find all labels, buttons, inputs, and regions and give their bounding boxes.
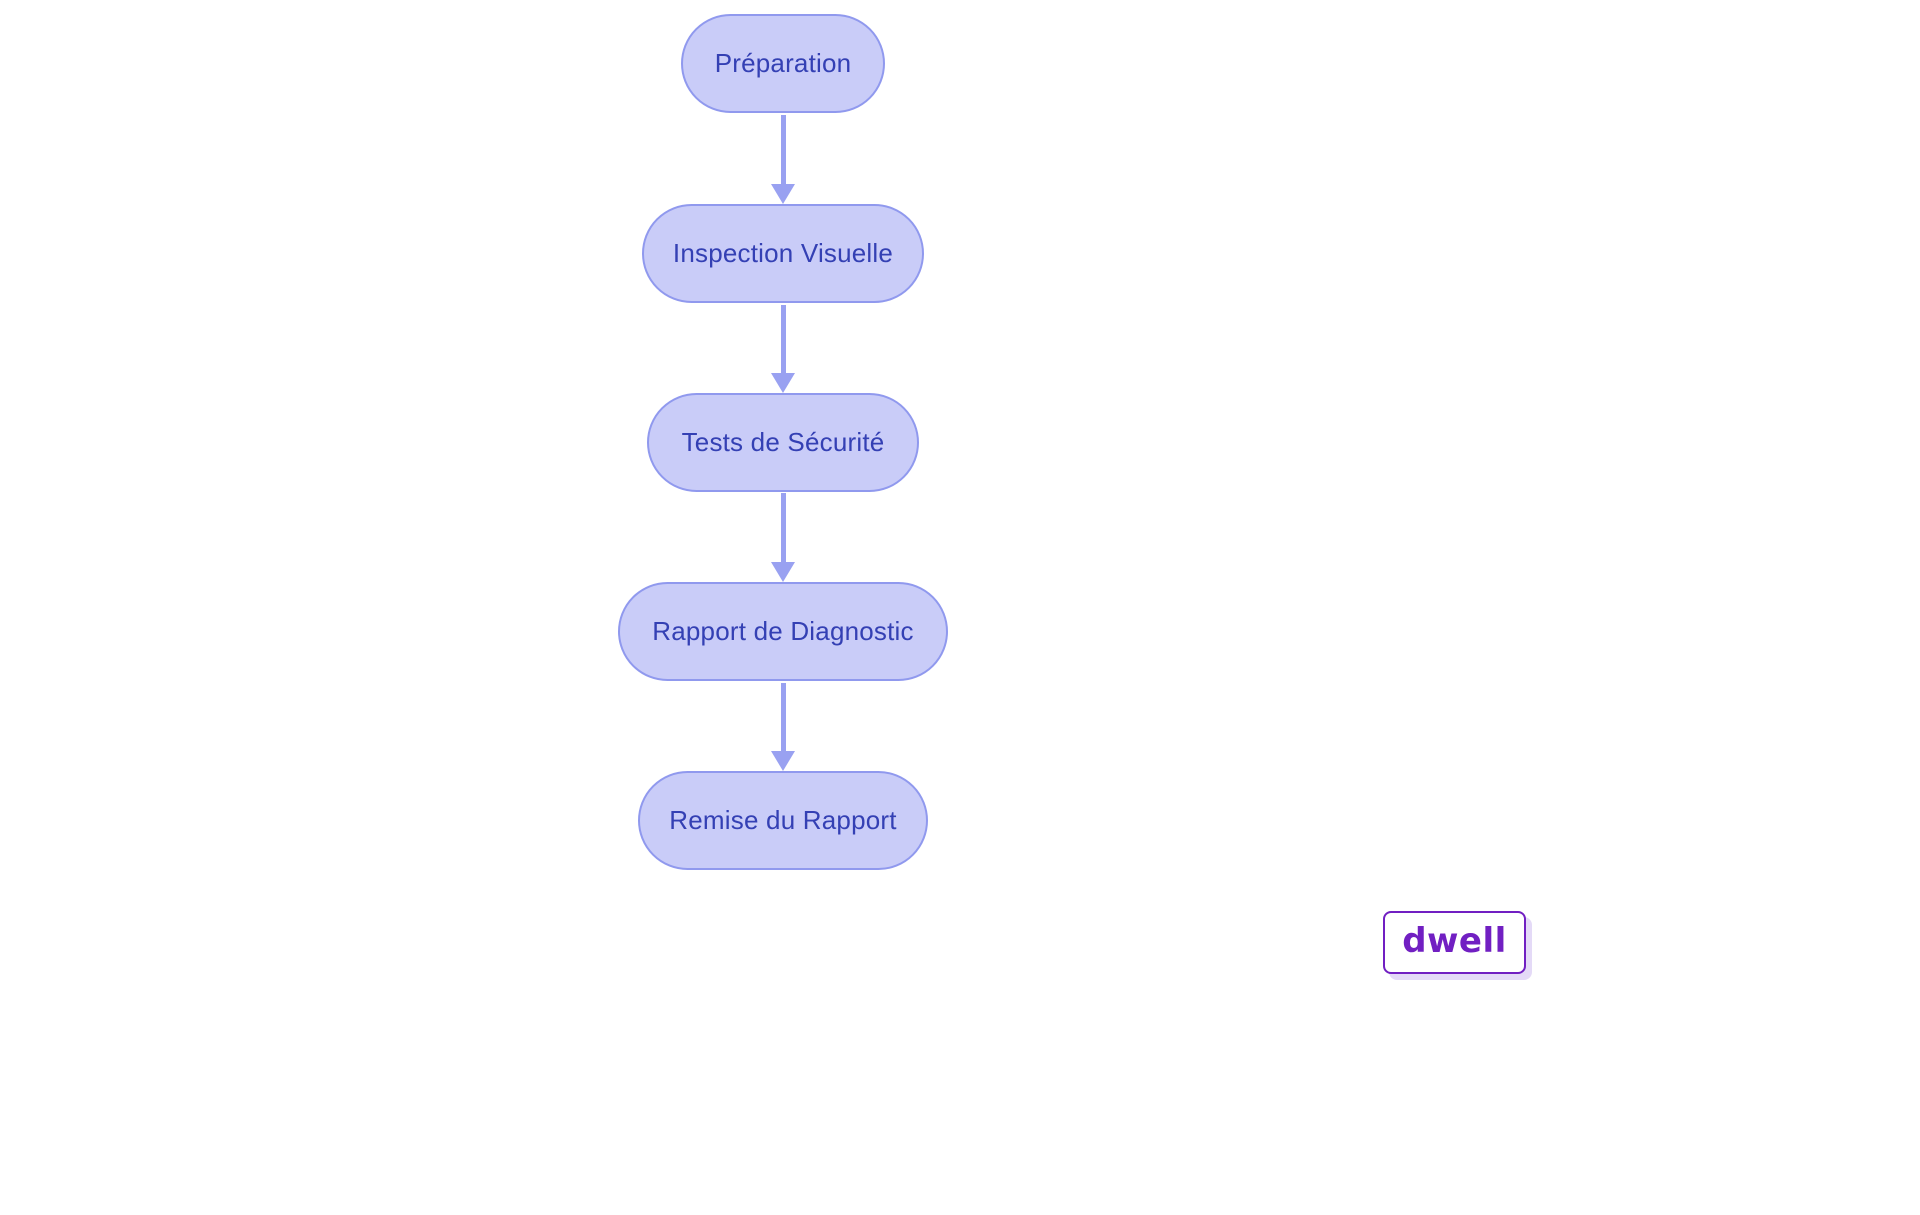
flow-arrow-3 [770, 493, 796, 582]
dwell-logo: dwell [1383, 911, 1526, 974]
flow-node-label: Inspection Visuelle [672, 238, 894, 268]
flow-node-inspection-visuelle: Inspection Visuelle [642, 204, 924, 303]
arrow-line [780, 683, 786, 751]
flow-node-label: Rapport de Diagnostic [652, 616, 914, 646]
flow-arrow-2 [770, 305, 796, 393]
flow-arrow-1 [770, 115, 796, 204]
dwell-logo-text: dwell [1402, 920, 1507, 961]
flow-node-tests-de-securite: Tests de Sécurité [647, 393, 919, 492]
arrow-line [780, 305, 786, 373]
flow-node-label: Remise du Rapport [669, 805, 897, 835]
arrow-down-icon [771, 184, 795, 204]
flow-node-remise-du-rapport: Remise du Rapport [638, 771, 928, 870]
flow-node-label: Préparation [714, 48, 852, 78]
flow-node-label: Tests de Sécurité [681, 427, 885, 457]
arrow-down-icon [771, 751, 795, 771]
flow-node-rapport-de-diagnostic: Rapport de Diagnostic [618, 582, 948, 681]
arrow-down-icon [771, 373, 795, 393]
arrow-down-icon [771, 562, 795, 582]
flow-arrow-4 [770, 683, 796, 771]
flow-node-preparation: Préparation [681, 14, 885, 113]
arrow-line [780, 493, 786, 562]
arrow-line [780, 115, 786, 184]
